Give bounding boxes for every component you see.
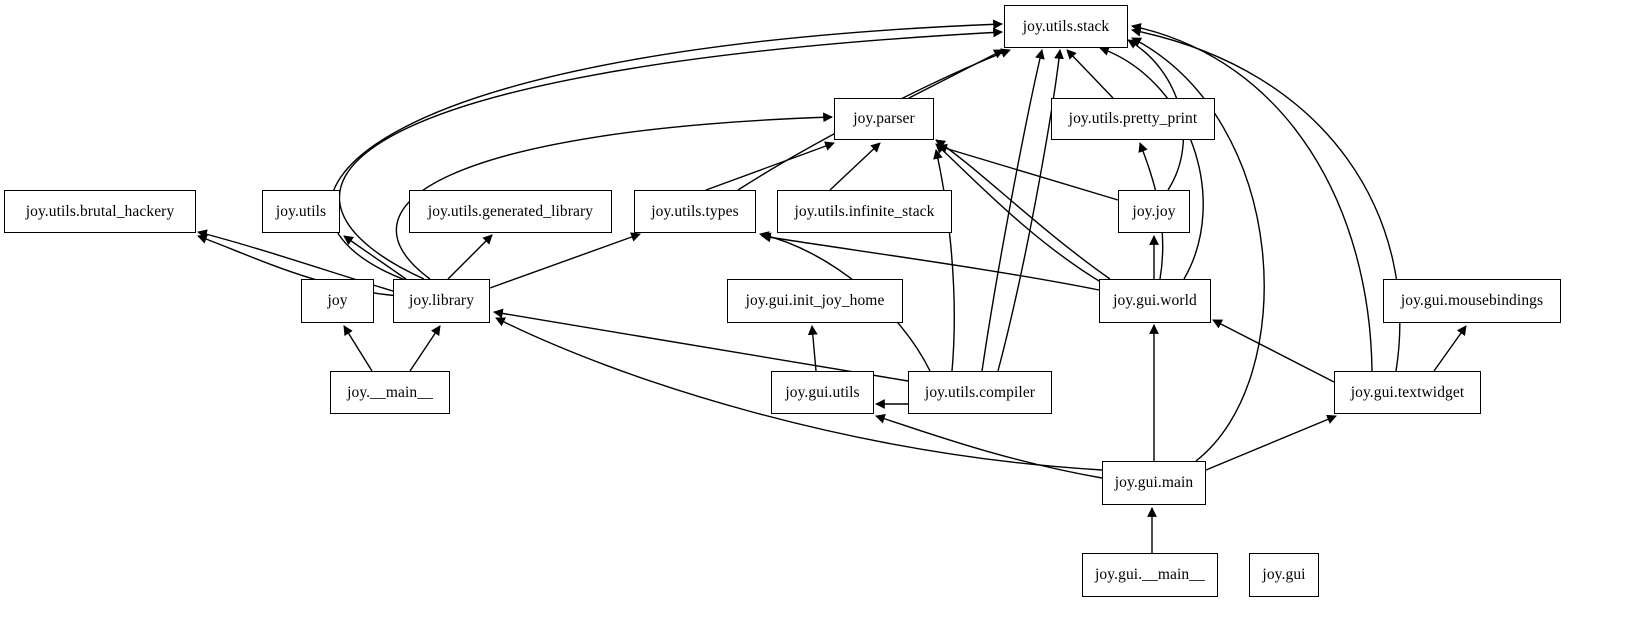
node-joy-gui-textwidget[interactable]: joy.gui.textwidget (1334, 371, 1481, 414)
node-joy-library[interactable]: joy.library (393, 279, 490, 323)
node-label: joy.utils.types (651, 202, 739, 220)
edge-gui-main-to-textwidget (1205, 414, 1337, 471)
node-joy-utils-generated-library[interactable]: joy.utils.generated_library (409, 190, 612, 233)
node-label: joy.utils.stack (1022, 17, 1110, 35)
node-joy-gui-init-joy-home[interactable]: joy.gui.init_joy_home (727, 279, 903, 323)
edge-types-to-parser (705, 141, 835, 191)
node-label: joy.gui.mousebindings (1400, 292, 1544, 310)
edge-library-to-types (489, 232, 641, 289)
node-label: joy.utils (275, 202, 327, 220)
node-joy-utils-pretty-print[interactable]: joy.utils.pretty_print (1051, 98, 1215, 140)
node-joy-utils[interactable]: joy.utils (262, 190, 340, 233)
node-label: joy.__main__ (347, 383, 433, 401)
node-label: joy.utils.pretty_print (1068, 110, 1198, 128)
node-label: joy.gui.utils (785, 383, 860, 401)
edge-library-to-stack (338, 27, 1003, 280)
node-label: joy.gui.world (1113, 292, 1197, 310)
edge-main-to-joy (343, 325, 373, 372)
edge-compiler-to-parser (933, 149, 955, 372)
edge-textwidget-to-mousebindings (1433, 325, 1467, 372)
edge-infinite-stack-to-parser (829, 142, 881, 191)
node-joy-gui-main[interactable]: joy.gui.main (1102, 461, 1206, 505)
node-label: joy.library (408, 292, 475, 310)
node-joy-joy[interactable]: joy.joy (1118, 190, 1190, 233)
node-joy-utils-stack[interactable]: joy.utils.stack (1004, 5, 1128, 48)
node-joy-gui-utils[interactable]: joy.gui.utils (771, 371, 874, 414)
node-label: joy.utils.compiler (924, 383, 1036, 401)
node-joy-utils-brutal-hackery[interactable]: joy.utils.brutal_hackery (4, 190, 196, 233)
edge-gui-utils-to-init-joy-home (807, 325, 818, 372)
node-joy-utils-infinite-stack[interactable]: joy.utils.infinite_stack (777, 190, 952, 233)
node-joy-dunder-main[interactable]: joy.__main__ (330, 371, 450, 414)
edge-world-to-stack (1099, 46, 1204, 280)
node-label: joy (327, 292, 348, 310)
edge-library-to-generated-library (447, 234, 493, 280)
node-joy-utils-types[interactable]: joy.utils.types (634, 190, 756, 233)
node-joy-gui-dunder-main[interactable]: joy.gui.__main__ (1082, 553, 1218, 597)
edge-pretty-print-to-stack (1066, 49, 1114, 99)
node-joy-gui-world[interactable]: joy.gui.world (1099, 279, 1211, 323)
edge-library-to-utils (343, 235, 407, 280)
node-label: joy.gui.init_joy_home (745, 292, 885, 310)
node-label: joy.utils.infinite_stack (794, 202, 935, 220)
edge-library-to-stack-2 (329, 19, 1003, 282)
node-label: joy.parser (853, 110, 915, 128)
edge-compiler-to-stack (981, 49, 1045, 372)
edge-joy-joy-to-parser (937, 143, 1119, 201)
node-joy-gui-mousebindings[interactable]: joy.gui.mousebindings (1383, 279, 1561, 323)
node-label: joy.joy (1132, 202, 1176, 220)
edge-main-to-library (409, 325, 441, 372)
node-joy-parser[interactable]: joy.parser (834, 98, 934, 140)
node-label: joy.gui.main (1114, 474, 1194, 492)
edge-world-to-parser-2 (935, 143, 1105, 285)
edge-parser-to-stack (908, 49, 1004, 99)
edge-gui-main-to-gui-utils (875, 414, 1103, 479)
node-label: joy.gui.textwidget (1350, 383, 1465, 401)
edge-textwidget-to-world (1212, 319, 1335, 383)
edge-world-to-parser (935, 139, 1111, 280)
node-joy-gui[interactable]: joy.gui (1249, 553, 1319, 597)
node-label: joy.gui.__main__ (1095, 566, 1205, 584)
node-joy[interactable]: joy (301, 279, 374, 323)
node-label: joy.gui (1262, 566, 1306, 584)
node-label: joy.utils.brutal_hackery (25, 202, 175, 220)
node-joy-utils-compiler[interactable]: joy.utils.compiler (908, 371, 1052, 414)
node-label: joy.utils.generated_library (427, 202, 594, 220)
